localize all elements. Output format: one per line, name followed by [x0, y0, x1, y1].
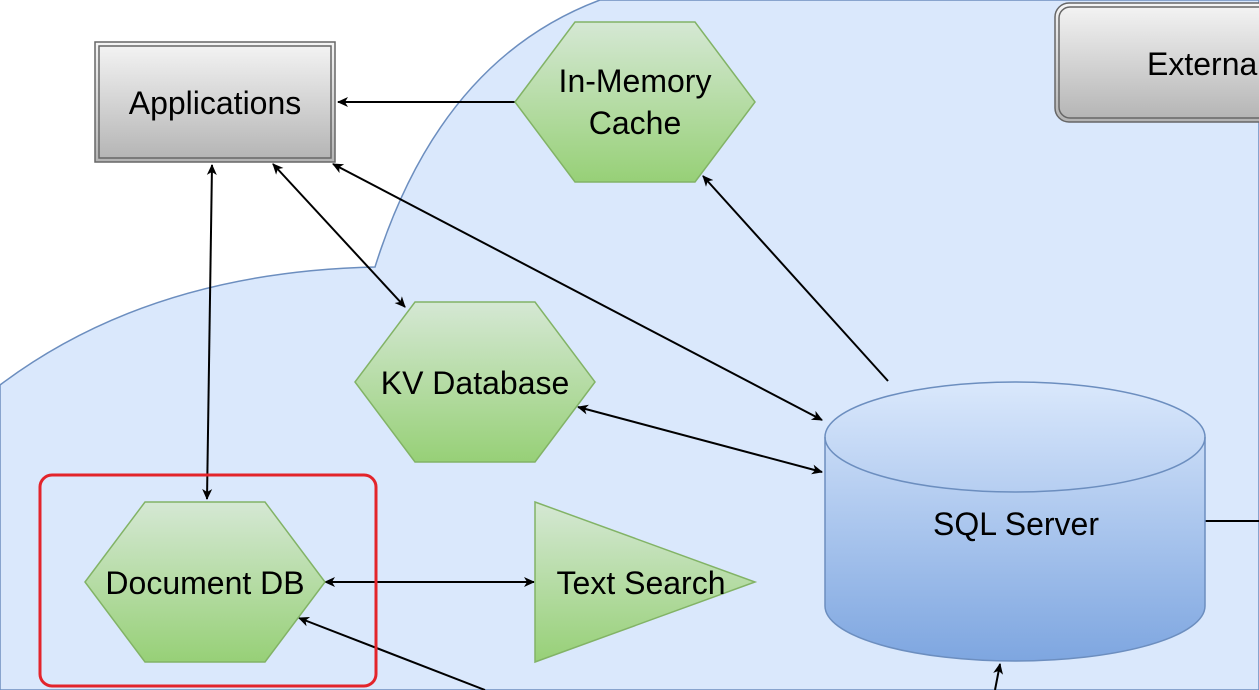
kv-database-node[interactable]: KV Database	[354, 301, 596, 463]
text-search-label: Text Search	[557, 565, 726, 601]
cache-label-line2: Cache	[589, 105, 682, 141]
sql-server-node[interactable]: SQL Server	[824, 381, 1206, 662]
external-label: Externa	[1147, 46, 1257, 82]
sql-label: SQL Server	[933, 506, 1099, 542]
edge-kv-sql	[577, 404, 823, 475]
edge-sql-to-cache	[702, 175, 889, 382]
kv-label: KV Database	[381, 365, 570, 401]
document-db-node[interactable]: Document DB	[84, 501, 326, 663]
cache-label-line1: In-Memory	[559, 63, 712, 99]
external-node[interactable]: Externa	[1054, 2, 1259, 123]
edge-apps-sql	[332, 163, 823, 421]
edge-bottom-to-docdb	[298, 616, 486, 690]
edge-apps-docdb	[202, 164, 217, 500]
edge-bottom-to-sql	[993, 663, 1004, 690]
applications-label: Applications	[129, 85, 302, 121]
docdb-label: Document DB	[105, 565, 304, 601]
in-memory-cache-node[interactable]: In-Memory Cache	[514, 21, 756, 183]
text-search-node[interactable]: Text Search	[534, 500, 758, 664]
selection-highlight	[38, 473, 378, 688]
applications-node[interactable]: Applications	[94, 41, 336, 163]
